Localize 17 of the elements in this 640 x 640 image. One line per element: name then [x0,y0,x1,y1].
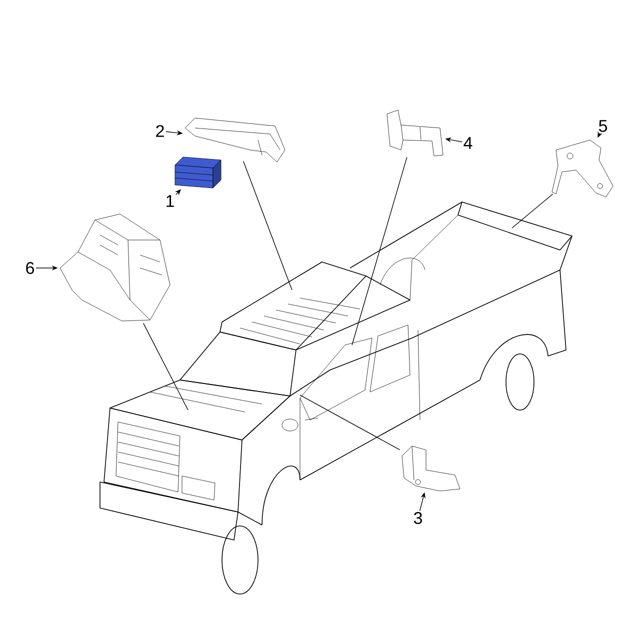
callout-number: 2 [156,125,164,137]
part-drawing [174,156,222,188]
part-drawing [402,446,460,492]
part-drawing [552,140,614,198]
callout-number: 5 [598,120,608,132]
leader-line [143,322,188,410]
callout-number: 3 [414,512,422,524]
part-drawing [60,214,170,322]
callout-number: 4 [464,137,472,149]
leader-line [512,194,554,228]
part-drawing [184,118,286,162]
leader-line [243,160,292,290]
leader-line [352,156,408,346]
part-drawing [386,110,444,156]
callout-number: 6 [26,262,34,274]
leader-line [300,394,400,450]
callout-number: 1 [166,195,174,207]
